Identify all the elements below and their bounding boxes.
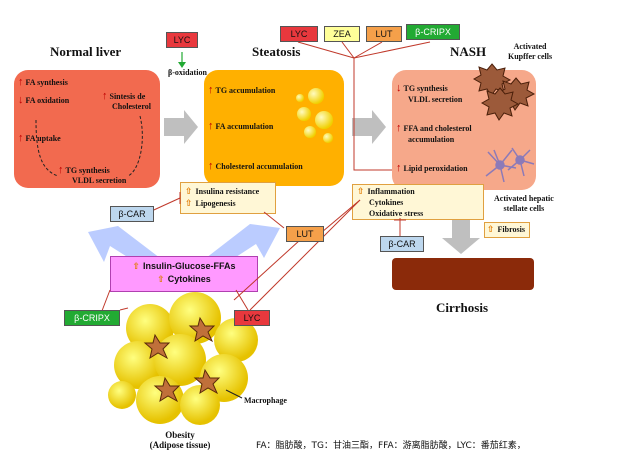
gray-arrow-1	[164, 110, 198, 144]
fibrosis-text: Fibrosis	[497, 225, 525, 234]
igf-line2: Cytokines	[167, 274, 211, 284]
gray-arrow-2	[352, 110, 386, 144]
insulin-resistance-box: ⇧Insulina resistance ⇧Lipogenesis	[180, 182, 276, 214]
nash-tg-synthesis: TG synthesis	[396, 84, 448, 93]
stellate-cells	[485, 147, 535, 183]
normal-tg-synthesis: TG synthesis	[58, 166, 110, 175]
obesity-line2: (Adipose tissue)	[149, 440, 211, 450]
steatosis-fa-acc: FA accumulation	[208, 122, 274, 131]
stage-title-nash: NASH	[450, 44, 487, 59]
normal-fa-synthesis: FA synthesis	[18, 78, 68, 87]
beta-oxidation-label: β-oxidation	[168, 68, 207, 77]
tag-bcripx-bottom: β-CRIPX	[64, 310, 120, 326]
tag-lyc-top: LYC	[280, 26, 318, 42]
steatosis-tg-acc: TG accumulation	[208, 86, 276, 95]
cytokines-text: Cytokines	[369, 198, 404, 207]
kupffer-label: Activated Kupffer cells	[508, 42, 553, 61]
nash-vldl: VLDL secretion	[408, 95, 463, 104]
tag-lut-mid: LUT	[286, 226, 324, 242]
tag-zea: ZEA	[324, 26, 360, 42]
tag-lyc-top-left: LYC	[166, 32, 198, 48]
stage-title-normal: Normal liver	[50, 44, 122, 59]
normal-fa-uptake: FA uptake	[18, 134, 61, 143]
nash-ffa-line1: FFA and cholesterol	[396, 124, 472, 133]
inflammation-box: ⇧Inflammation Cytokines Oxidative stress	[352, 184, 484, 220]
normal-sintesis-line2: Cholesterol	[112, 102, 151, 111]
stage-title-steatosis: Steatosis	[252, 44, 301, 59]
igf-line1: Insulin-Glucose-FFAs	[143, 261, 236, 271]
macrophage-cells	[143, 316, 221, 403]
nash-ffa-line2: accumulation	[408, 135, 455, 144]
obesity-label: Obesity (Adipose tissue)	[140, 430, 220, 450]
tag-lut-top: LUT	[366, 26, 402, 42]
inflammation-text: Inflammation	[367, 187, 415, 196]
tag-bcripx-top: β-CRIPX	[406, 24, 460, 40]
tag-bcar-left: β-CAR	[110, 206, 154, 222]
nash-lipid-perox: Lipid peroxidation	[396, 164, 468, 173]
cirrhosis-bar	[392, 258, 534, 290]
insulin-resistance-text: Insulina resistance	[195, 187, 260, 196]
lipid-droplets	[296, 88, 333, 143]
insulin-glucose-ffa-box: ⇧Insulin-Glucose-FFAs ⇧Cytokines	[110, 256, 258, 292]
tag-lyc-bottom: LYC	[234, 310, 270, 326]
tag-bcar-right: β-CAR	[380, 236, 424, 252]
oxidative-stress-text: Oxidative stress	[369, 209, 424, 218]
normal-sintesis-line1: Sintesis de	[102, 92, 162, 101]
normal-liver-panel: FA synthesis FA oxidation Sintesis de Ch…	[14, 70, 160, 188]
lipogenesis-text: Lipogenesis	[195, 199, 236, 208]
macrophage-label: Macrophage	[244, 396, 287, 405]
stellate-label: Activated hepatic stellate cells	[494, 194, 554, 213]
footnote: FA：脂肪酸，TG：甘油三酯，FFA：游离脂肪酸，LYC：番茄红素，	[256, 441, 526, 451]
normal-vldl: VLDL secretion	[72, 176, 127, 185]
steatosis-chol-acc: Cholesterol accumulation	[208, 162, 303, 171]
gray-arrow-down	[442, 218, 480, 254]
stage-title-cirrhosis: Cirrhosis	[436, 300, 488, 315]
normal-fa-oxidation: FA oxidation	[18, 96, 70, 105]
fibrosis-box: ⇧Fibrosis	[484, 222, 530, 238]
steatosis-panel: TG accumulation FA accumulation Choleste…	[204, 70, 344, 186]
obesity-line1: Obesity	[165, 430, 195, 440]
